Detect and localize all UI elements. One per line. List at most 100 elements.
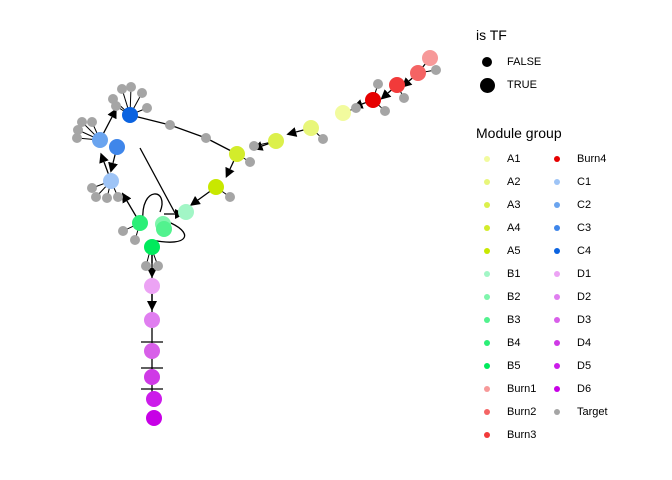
legend-label: A4 [507, 222, 521, 234]
legend-label: D3 [577, 314, 592, 326]
legend-label: C1 [577, 176, 592, 188]
legend-label: Burn3 [507, 429, 537, 441]
node-d5 [146, 391, 162, 407]
legend-module-item: C4 [546, 241, 591, 261]
legend-swatch [554, 409, 560, 415]
target-nodes [72, 65, 441, 271]
legend-istf-title: is TF [476, 27, 507, 43]
legend-module-item: B4 [476, 333, 520, 353]
node-burn3 [389, 77, 405, 93]
legend-module-item: D3 [546, 310, 591, 330]
legend-label: Burn4 [577, 153, 607, 165]
legend-swatch [484, 179, 490, 185]
legend-label: A2 [507, 176, 521, 188]
legend-module-item: A5 [476, 241, 520, 261]
legend-swatch [554, 179, 560, 185]
legend-module-item: A3 [476, 195, 520, 215]
node-a3 [268, 133, 284, 149]
legend-module-item: A4 [476, 218, 520, 238]
legend-module-item: D4 [546, 333, 591, 353]
legend-swatch [484, 271, 490, 277]
target-edges [76, 69, 437, 267]
node-b5 [144, 239, 160, 255]
legend-module-item: Burn3 [476, 425, 536, 445]
legend-module-item: Burn4 [546, 149, 606, 169]
legend-swatch [484, 248, 490, 254]
node-b4 [132, 215, 148, 231]
legend-module-item: D2 [546, 287, 591, 307]
node-burn2 [410, 65, 426, 81]
legend-label: B5 [507, 360, 521, 372]
legend-label: B2 [507, 291, 521, 303]
legend-label: Burn2 [507, 406, 537, 418]
legend-swatch [554, 156, 560, 162]
legend-label: D4 [577, 337, 592, 349]
node-d1 [144, 278, 160, 294]
node-d3 [144, 343, 160, 359]
legend-istf-item: TRUE [476, 75, 537, 95]
legend-swatch [484, 386, 490, 392]
legend-swatch [554, 225, 560, 231]
legend-swatch [484, 202, 490, 208]
node-burn4 [365, 92, 381, 108]
legend-label: D6 [577, 383, 592, 395]
legend-label: A1 [507, 153, 521, 165]
node-c2 [92, 132, 108, 148]
network-diagram [72, 50, 441, 426]
legend-module-item: B2 [476, 287, 520, 307]
legend-swatch [484, 340, 490, 346]
legend-label: B3 [507, 314, 521, 326]
legend-module-item: C1 [546, 172, 591, 192]
legend-module-item: Burn1 [476, 379, 536, 399]
node-b3 [156, 221, 172, 237]
legend-swatch [554, 202, 560, 208]
node-d4 [144, 369, 160, 385]
legend-module-item: B3 [476, 310, 520, 330]
node-a1 [335, 105, 351, 121]
legend-module-item: D5 [546, 356, 591, 376]
legend-swatch [484, 432, 490, 438]
legend-label: B1 [507, 268, 521, 280]
legend-label: A3 [507, 199, 521, 211]
legend-swatch [554, 317, 560, 323]
legend-swatch [554, 271, 560, 277]
legend-module-item: C3 [546, 218, 591, 238]
legend-label: C2 [577, 199, 592, 211]
legend-module-item: B1 [476, 264, 520, 284]
legend-swatch [554, 340, 560, 346]
legend-swatch [484, 409, 490, 415]
node-burn1 [422, 50, 438, 66]
legend-swatch [484, 363, 490, 369]
node-c3 [109, 139, 125, 155]
legend-module-item: D1 [546, 264, 591, 284]
legend-swatch [484, 225, 490, 231]
legend-module-item: B5 [476, 356, 520, 376]
legend-module-item: A2 [476, 172, 520, 192]
legend-label: D2 [577, 291, 592, 303]
legend-istf-item: FALSE [476, 52, 541, 72]
node-b1 [178, 204, 194, 220]
legend-swatch [554, 248, 560, 254]
node-a5 [208, 179, 224, 195]
legend-module-item: C2 [546, 195, 591, 215]
legend-swatch [484, 294, 490, 300]
node-c4 [122, 107, 138, 123]
node-c1 [103, 173, 119, 189]
legend-label: A5 [507, 245, 521, 257]
inhibition-bars [141, 341, 163, 390]
legend-swatch [554, 294, 560, 300]
legend-module-title: Module group [476, 125, 562, 141]
legend-label: C4 [577, 245, 592, 257]
legend-label: C3 [577, 222, 592, 234]
legend-module-item: Burn2 [476, 402, 536, 422]
legend-label: Burn1 [507, 383, 537, 395]
node-a2 [303, 120, 319, 136]
node-d2 [144, 312, 160, 328]
legend-swatch [554, 363, 560, 369]
legend-label: D1 [577, 268, 592, 280]
legend-label: B4 [507, 337, 521, 349]
node-a4 [229, 146, 245, 162]
legend-module-item: Target [546, 402, 608, 422]
legend-swatch [484, 156, 490, 162]
legend-label: D5 [577, 360, 592, 372]
